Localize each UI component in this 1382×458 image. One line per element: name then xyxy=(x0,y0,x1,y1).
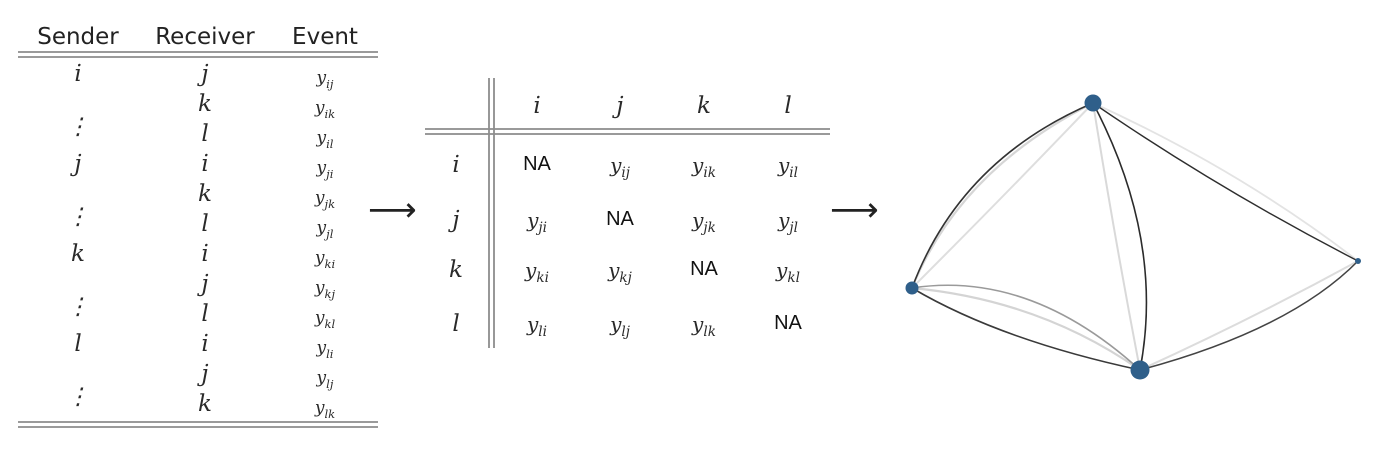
event-cell: ylj xyxy=(316,368,334,391)
matrix-col-label: l xyxy=(784,93,791,119)
matrix-row-label: i xyxy=(452,152,459,178)
edge-left-bottom-mid xyxy=(911,284,1141,371)
arrow-edge-list-to-matrix: ⟶ xyxy=(368,190,417,230)
matrix-cell: yij xyxy=(609,153,631,181)
edge-right-bottom-light xyxy=(1139,260,1359,371)
matrix-column-labels: i j k l xyxy=(533,93,791,119)
receiver-cell: k xyxy=(198,391,212,417)
sender-cell: j xyxy=(69,151,81,177)
receiver-cell: j xyxy=(196,61,208,87)
matrix-na-cell: NA xyxy=(523,153,551,175)
edge-top-bottom-light xyxy=(1092,102,1141,371)
edge-top-right-light xyxy=(1092,102,1359,262)
receiver-cell: j xyxy=(196,361,208,387)
arrow-matrix-to-network: ⟶ xyxy=(830,190,879,230)
edge-top-left-light xyxy=(910,102,1094,289)
matrix-row-label: k xyxy=(449,257,463,283)
node-right xyxy=(1355,258,1361,264)
receiver-cell: l xyxy=(201,211,208,237)
matrix-row-label: j xyxy=(447,207,459,233)
matrix-cell: ylj xyxy=(609,312,631,340)
matrix-cell: yjk xyxy=(691,208,716,236)
event-cell: ykj xyxy=(314,278,336,301)
matrix-na-cell: NA xyxy=(774,312,802,334)
matrix-cell: yji xyxy=(526,208,547,236)
sender-vdots: ⋮ xyxy=(67,204,90,230)
event-cell: yil xyxy=(316,128,334,151)
matrix-row-label: l xyxy=(452,311,459,337)
receiver-cell: i xyxy=(201,241,208,267)
event-cell: ykl xyxy=(314,308,336,331)
receiver-cell: i xyxy=(201,331,208,357)
event-cell: yik xyxy=(314,98,335,121)
edge-top-bottom-dark xyxy=(1092,102,1148,371)
matrix-cell: yjl xyxy=(777,208,798,236)
matrix-cell: yki xyxy=(524,258,549,286)
receiver-cell: l xyxy=(201,121,208,147)
receiver-cell: k xyxy=(198,181,212,207)
network-graph xyxy=(905,94,1361,380)
matrix-na-cell: NA xyxy=(690,258,718,280)
edge-top-right-dark xyxy=(1092,102,1359,262)
header-event: Event xyxy=(292,24,358,50)
node-left xyxy=(905,281,919,295)
node-top xyxy=(1084,94,1102,112)
receiver-cell: k xyxy=(198,91,212,117)
event-cell: yij xyxy=(316,68,334,91)
matrix-col-label: k xyxy=(697,93,711,119)
header-receiver: Receiver xyxy=(155,24,255,50)
event-cell: yjl xyxy=(316,218,334,241)
sender-vdots: ⋮ xyxy=(67,294,90,320)
edge-left-top-dark xyxy=(911,102,1094,289)
matrix-cell: ykl xyxy=(775,258,800,286)
matrix-col-label: i xyxy=(533,93,540,119)
event-cell: ylk xyxy=(314,398,335,421)
event-cell: yki xyxy=(314,248,336,271)
node-bottom xyxy=(1130,360,1150,380)
matrix-cell: yik xyxy=(691,153,716,181)
sender-vdots: ⋮ xyxy=(67,384,90,410)
edge-bottom-right-dark xyxy=(1139,260,1359,371)
event-cell: yli xyxy=(316,338,334,361)
edge-bottom-left-dark xyxy=(911,287,1141,371)
matrix-cell: yil xyxy=(777,153,798,181)
edge-left-bottom-light xyxy=(911,286,1141,371)
event-cell: yji xyxy=(316,158,334,181)
matrix-cell: ylk xyxy=(691,312,716,340)
receiver-cell: l xyxy=(201,301,208,327)
event-cell: yjk xyxy=(314,188,335,211)
matrix-cell: yli xyxy=(526,312,547,340)
sender-cell: l xyxy=(74,331,81,357)
edge-left-top-light xyxy=(911,102,1094,289)
matrix-na-cell: NA xyxy=(606,208,634,230)
matrix-col-label: j xyxy=(611,93,623,119)
header-sender: Sender xyxy=(37,24,119,50)
sender-cell: k xyxy=(71,241,85,267)
matrix-cell: ykj xyxy=(607,258,633,286)
receiver-cell: j xyxy=(196,271,208,297)
sender-cell: i xyxy=(74,61,81,87)
sender-vdots: ⋮ xyxy=(67,114,90,140)
receiver-cell: i xyxy=(201,151,208,177)
matrix-row-labels: i jk l xyxy=(447,152,463,337)
